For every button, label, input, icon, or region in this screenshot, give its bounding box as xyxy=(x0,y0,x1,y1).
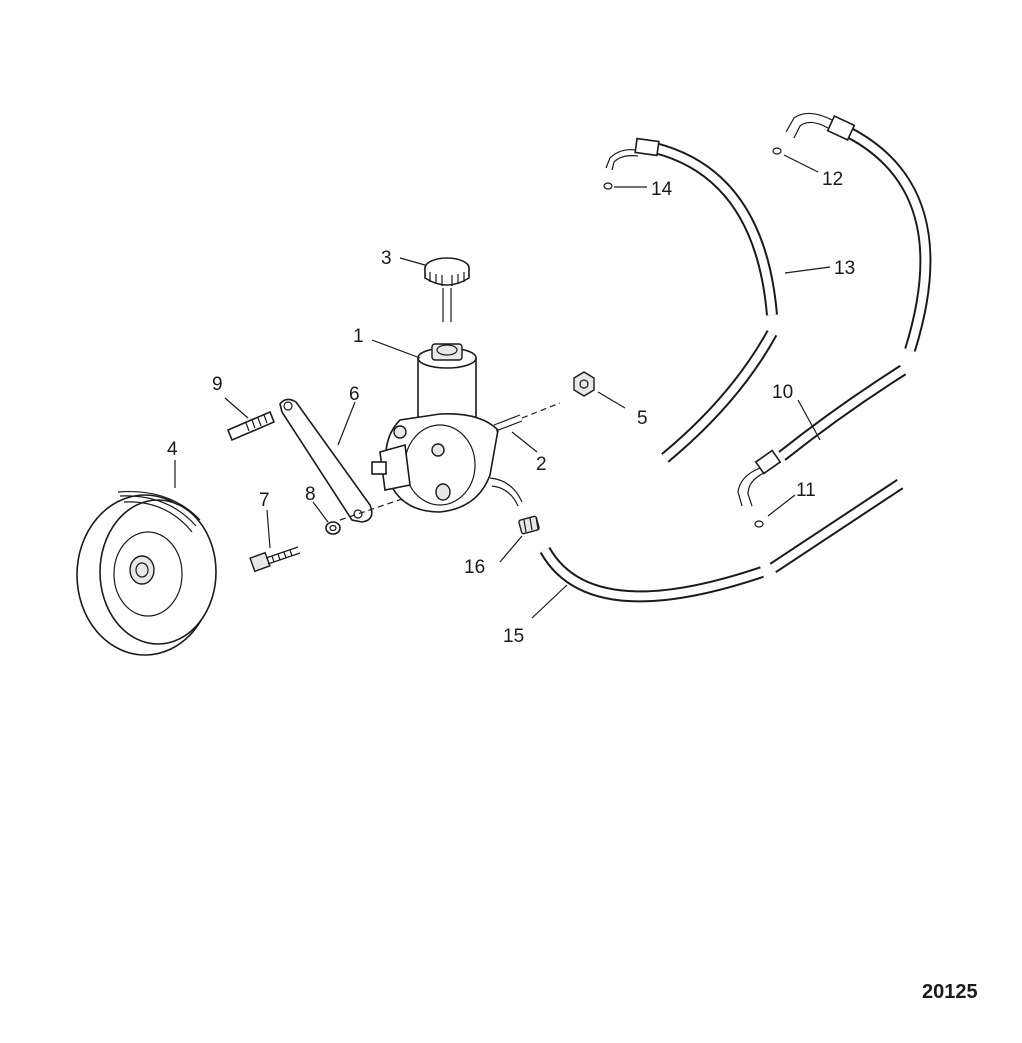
callout-1: 1 xyxy=(353,326,364,347)
stud-icon xyxy=(226,410,276,442)
callout-3: 3 xyxy=(381,248,392,269)
fitting-icon xyxy=(518,515,540,535)
callout-12: 12 xyxy=(822,169,843,190)
callout-10: 10 xyxy=(772,382,793,403)
callout-4: 4 xyxy=(167,439,178,460)
leader-lines xyxy=(174,154,831,619)
hose-icon xyxy=(539,478,904,603)
cap-icon xyxy=(424,257,470,322)
figure-number: 20125 xyxy=(922,981,978,1003)
callout-8: 8 xyxy=(305,484,316,505)
callout-5: 5 xyxy=(637,408,648,429)
nut-icon xyxy=(573,371,595,397)
callout-7: 7 xyxy=(259,490,270,511)
callout-13: 13 xyxy=(834,258,855,279)
pump-icon xyxy=(371,343,561,513)
pulley-icon xyxy=(76,490,217,656)
callout-6: 6 xyxy=(349,384,360,405)
callout-14: 14 xyxy=(651,179,673,200)
hose-icon xyxy=(603,137,778,463)
hose-icon xyxy=(737,112,932,528)
callout-2: 2 xyxy=(536,454,547,475)
bracket-icon xyxy=(279,398,406,523)
callout-16: 16 xyxy=(464,557,485,578)
callout-15: 15 xyxy=(503,626,524,647)
bolt-icon xyxy=(249,546,301,573)
callout-11: 11 xyxy=(796,480,816,501)
washer-icon xyxy=(325,521,341,535)
callout-9: 9 xyxy=(212,374,223,395)
